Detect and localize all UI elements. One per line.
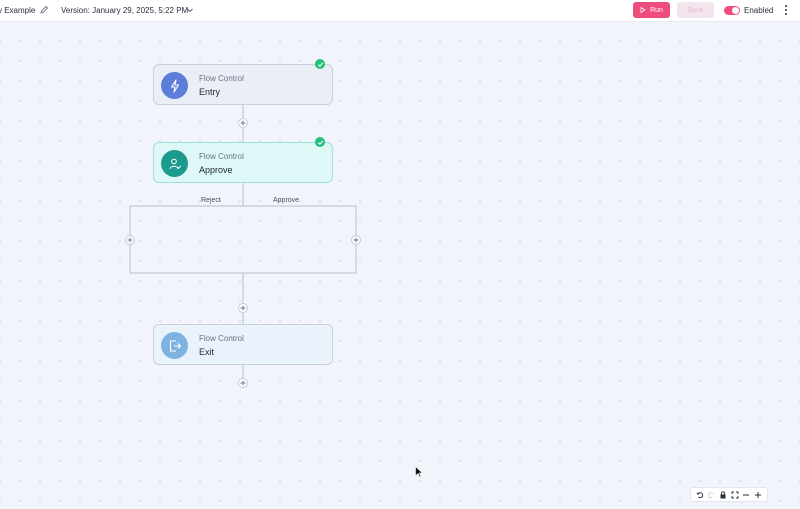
check-icon (315, 137, 325, 147)
save-button[interactable]: Save (677, 2, 714, 18)
pencil-icon[interactable] (39, 5, 49, 15)
lightning-icon (161, 72, 188, 99)
redo-icon[interactable] (707, 490, 716, 499)
node-entry[interactable]: Flow Control Entry (153, 64, 333, 105)
branch-label-approve: Approve (273, 197, 300, 204)
save-label: Save (687, 6, 704, 14)
zoom-in-icon[interactable] (754, 490, 763, 499)
enabled-toggle[interactable] (724, 6, 740, 15)
add-step-button[interactable] (238, 378, 248, 388)
top-bar: v Example Version: January 29, 2025, 5:2… (0, 0, 800, 22)
branch-label-reject: Reject (201, 197, 221, 204)
flow-name[interactable]: v Example (0, 6, 36, 15)
node-title: Exit (199, 347, 215, 357)
flow-canvas[interactable] (0, 23, 800, 509)
add-step-button[interactable] (238, 303, 248, 313)
version-selector[interactable]: Version: January 29, 2025, 5:22 PM (61, 6, 189, 15)
undo-icon[interactable] (695, 490, 704, 499)
chevron-down-icon[interactable] (186, 6, 194, 14)
mouse-cursor-icon (415, 466, 423, 478)
more-vertical-icon[interactable] (784, 4, 788, 16)
run-label: Run (650, 6, 663, 14)
user-approve-icon (161, 150, 188, 177)
enabled-label: Enabled (744, 6, 774, 15)
check-icon (315, 59, 325, 69)
node-exit[interactable]: Flow Control Exit (153, 324, 333, 365)
add-reject-step-button[interactable] (125, 235, 135, 245)
node-type: Flow Control (199, 152, 244, 161)
node-type: Flow Control (199, 74, 244, 83)
zoom-out-icon[interactable] (742, 490, 751, 499)
node-type: Flow Control (199, 334, 244, 343)
canvas-toolbar (690, 487, 768, 502)
node-approve[interactable]: Flow Control Approve (153, 142, 333, 183)
node-title: Approve (199, 165, 233, 175)
add-approve-step-button[interactable] (351, 235, 361, 245)
fit-view-icon[interactable] (730, 490, 739, 499)
play-icon (640, 7, 646, 13)
lock-icon[interactable] (719, 490, 728, 499)
node-title: Entry (199, 87, 221, 97)
add-step-button[interactable] (238, 118, 248, 128)
exit-icon (161, 332, 188, 359)
run-button[interactable]: Run (633, 2, 670, 18)
